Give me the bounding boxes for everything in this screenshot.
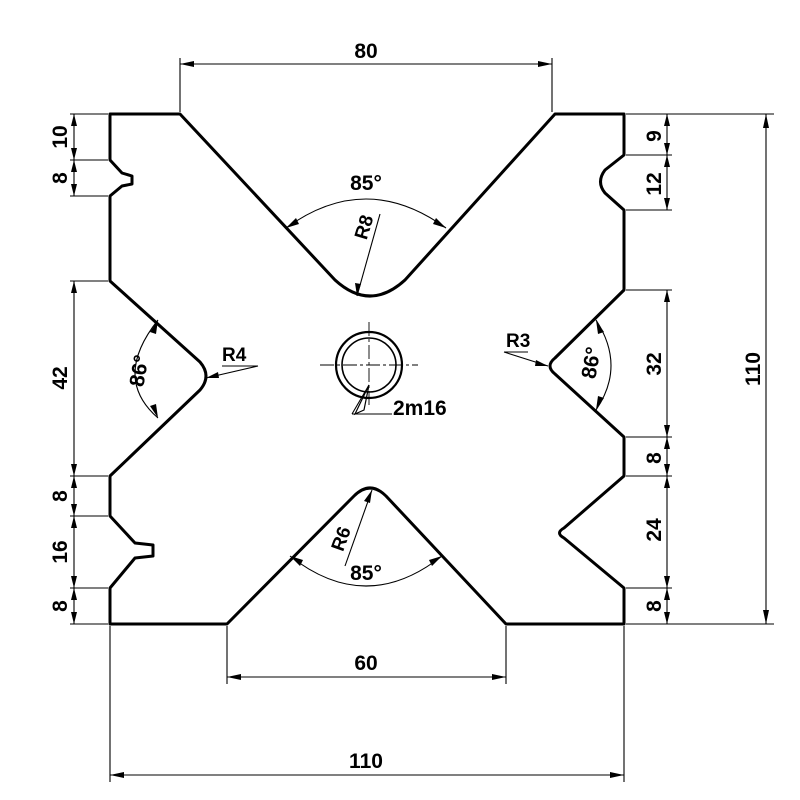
bottom-v-annotations bbox=[289, 489, 443, 587]
dim-right-low-b: 24 bbox=[643, 518, 666, 542]
bottom-radius-label: R6 bbox=[328, 524, 356, 554]
dim-right-mid: 32 bbox=[643, 352, 666, 375]
left-v-annotations bbox=[134, 319, 259, 419]
dim-right-top-a: 9 bbox=[643, 130, 666, 142]
dim-left-mid: 42 bbox=[49, 366, 72, 389]
right-radius-label: R3 bbox=[506, 331, 530, 352]
part-outline bbox=[108, 112, 626, 626]
center-hole bbox=[320, 322, 418, 416]
dim-overall-width-label: 110 bbox=[349, 750, 383, 773]
left-angle-label: 86° bbox=[126, 353, 154, 388]
dim-top-width-label: 80 bbox=[354, 40, 377, 63]
dim-right-low-a: 8 bbox=[643, 452, 666, 464]
right-v-annotations bbox=[503, 319, 612, 411]
dim-right-low-c: 8 bbox=[643, 600, 666, 612]
dim-left-top-a: 10 bbox=[49, 125, 72, 148]
top-v-annotations bbox=[285, 198, 447, 297]
dim-left-low-b: 16 bbox=[49, 540, 72, 563]
top-radius-label: R8 bbox=[351, 213, 378, 242]
dim-right-chain bbox=[626, 114, 672, 624]
dim-bottom-width-label: 60 bbox=[354, 652, 377, 675]
dim-bottom-width bbox=[226, 626, 507, 684]
left-radius-label: R4 bbox=[222, 345, 247, 366]
dim-left-chain bbox=[70, 113, 108, 625]
top-angle-label: 85° bbox=[350, 172, 382, 195]
dim-right-top-b: 12 bbox=[643, 172, 666, 195]
dim-overall-height-label: 110 bbox=[742, 352, 765, 386]
dim-left-low-c: 8 bbox=[49, 600, 72, 612]
dim-overall-height bbox=[626, 113, 774, 625]
hole-callout: 2m16 bbox=[393, 397, 447, 420]
dim-left-top-b: 8 bbox=[49, 172, 72, 184]
dim-top-width bbox=[179, 58, 553, 112]
dim-left-low-a: 8 bbox=[49, 490, 72, 502]
right-angle-label: 86° bbox=[578, 345, 606, 380]
bottom-angle-label: 85° bbox=[350, 562, 382, 585]
dim-overall-width bbox=[109, 626, 625, 782]
